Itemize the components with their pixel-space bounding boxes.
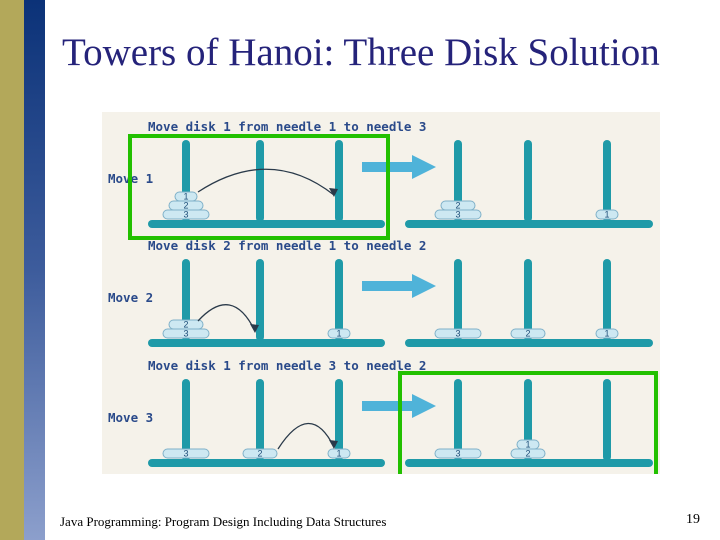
motion-arrowhead-icon	[250, 324, 259, 333]
slide-title: Towers of Hanoi: Three Disk Solution	[62, 31, 660, 74]
move-caption-1: Move disk 1 from needle 1 to needle 3	[148, 119, 426, 134]
disk-1	[174, 191, 198, 202]
tower-set-after-3: 3 21	[405, 379, 653, 467]
needle-2	[256, 140, 264, 222]
disk-label: 2	[257, 449, 262, 459]
tower-base	[148, 459, 385, 467]
disk-2	[510, 328, 546, 339]
disk-label: 2	[525, 449, 530, 459]
motion-arrowhead-icon	[329, 188, 338, 197]
tower-base	[405, 459, 653, 467]
disk-3	[434, 448, 482, 459]
motion-curve	[197, 168, 335, 196]
disk-label: 1	[336, 449, 341, 459]
disk-2	[440, 200, 476, 211]
disk-label: 3	[183, 449, 188, 459]
sidebar-olive-band	[0, 0, 24, 540]
disk-label: 3	[183, 329, 188, 339]
disk-label: 1	[525, 440, 530, 450]
needle-3	[335, 140, 343, 222]
move-label-2: Move 2	[108, 290, 153, 305]
tower-set-before-1: 321	[148, 140, 385, 228]
needle-1	[454, 379, 462, 461]
needle-1	[182, 379, 190, 461]
needle-3	[603, 379, 611, 461]
disk-2	[242, 448, 278, 459]
disk-label: 2	[455, 201, 460, 211]
move-caption-3: Move disk 1 from needle 3 to needle 2	[148, 358, 426, 373]
move-arrow-shaft	[362, 401, 414, 411]
disk-1	[327, 448, 351, 459]
tower-base	[148, 220, 385, 228]
disk-1	[327, 328, 351, 339]
disk-label: 2	[525, 329, 530, 339]
highlight-box-after	[398, 371, 658, 474]
move-arrow-shaft	[362, 281, 414, 291]
hanoi-diagram: Move disk 1 from needle 1 to needle 3 Mov…	[102, 112, 660, 474]
motion-arrowhead-icon	[329, 440, 338, 449]
needle-2	[256, 259, 264, 341]
move-caption-2: Move disk 2 from needle 1 to needle 2	[148, 238, 426, 253]
needle-2	[524, 259, 532, 341]
needle-1	[454, 259, 462, 341]
disk-label: 1	[336, 329, 341, 339]
slide-footer: Java Programming: Program Design Includi…	[60, 514, 387, 529]
disk-3	[434, 328, 482, 339]
disk-label: 1	[604, 329, 609, 339]
tower-set-after-1: 32 1	[405, 140, 653, 228]
disk-1	[595, 328, 619, 339]
disk-label: 2	[183, 320, 188, 330]
sidebar-blue-gradient-band	[24, 0, 45, 540]
tower-base	[148, 339, 385, 347]
disk-label: 1	[604, 210, 609, 220]
motion-curve	[197, 304, 256, 332]
disk-label: 2	[183, 201, 188, 211]
diagram-background	[102, 112, 660, 474]
needle-2	[524, 140, 532, 222]
tower-base	[405, 339, 653, 347]
needle-2	[256, 379, 264, 461]
highlight-box-before	[128, 134, 390, 240]
needle-3	[603, 259, 611, 341]
disk-label: 3	[455, 210, 460, 220]
needle-3	[335, 379, 343, 461]
move-arrow-icon	[412, 155, 436, 179]
tower-set-before-3: 3 2 1	[148, 379, 385, 467]
tower-base	[405, 220, 653, 228]
disk-label: 3	[183, 210, 188, 220]
motion-curve	[277, 422, 335, 450]
disk-1	[595, 209, 619, 220]
disk-label: 3	[455, 329, 460, 339]
disk-2	[168, 319, 204, 330]
disk-1	[516, 439, 540, 450]
move-arrow-icon	[412, 394, 436, 418]
move-arrow-icon	[412, 274, 436, 298]
tower-set-before-2: 32 1	[148, 259, 385, 347]
tower-set-after-2: 3 2 1	[405, 259, 653, 347]
move-label-3: Move 3	[108, 410, 153, 425]
disk-label: 3	[455, 449, 460, 459]
page-number: 19	[686, 512, 700, 527]
needle-3	[335, 259, 343, 341]
needle-3	[603, 140, 611, 222]
slide-sidebar-decoration	[0, 0, 45, 540]
disk-label: 1	[183, 192, 188, 202]
disk-3	[162, 448, 210, 459]
